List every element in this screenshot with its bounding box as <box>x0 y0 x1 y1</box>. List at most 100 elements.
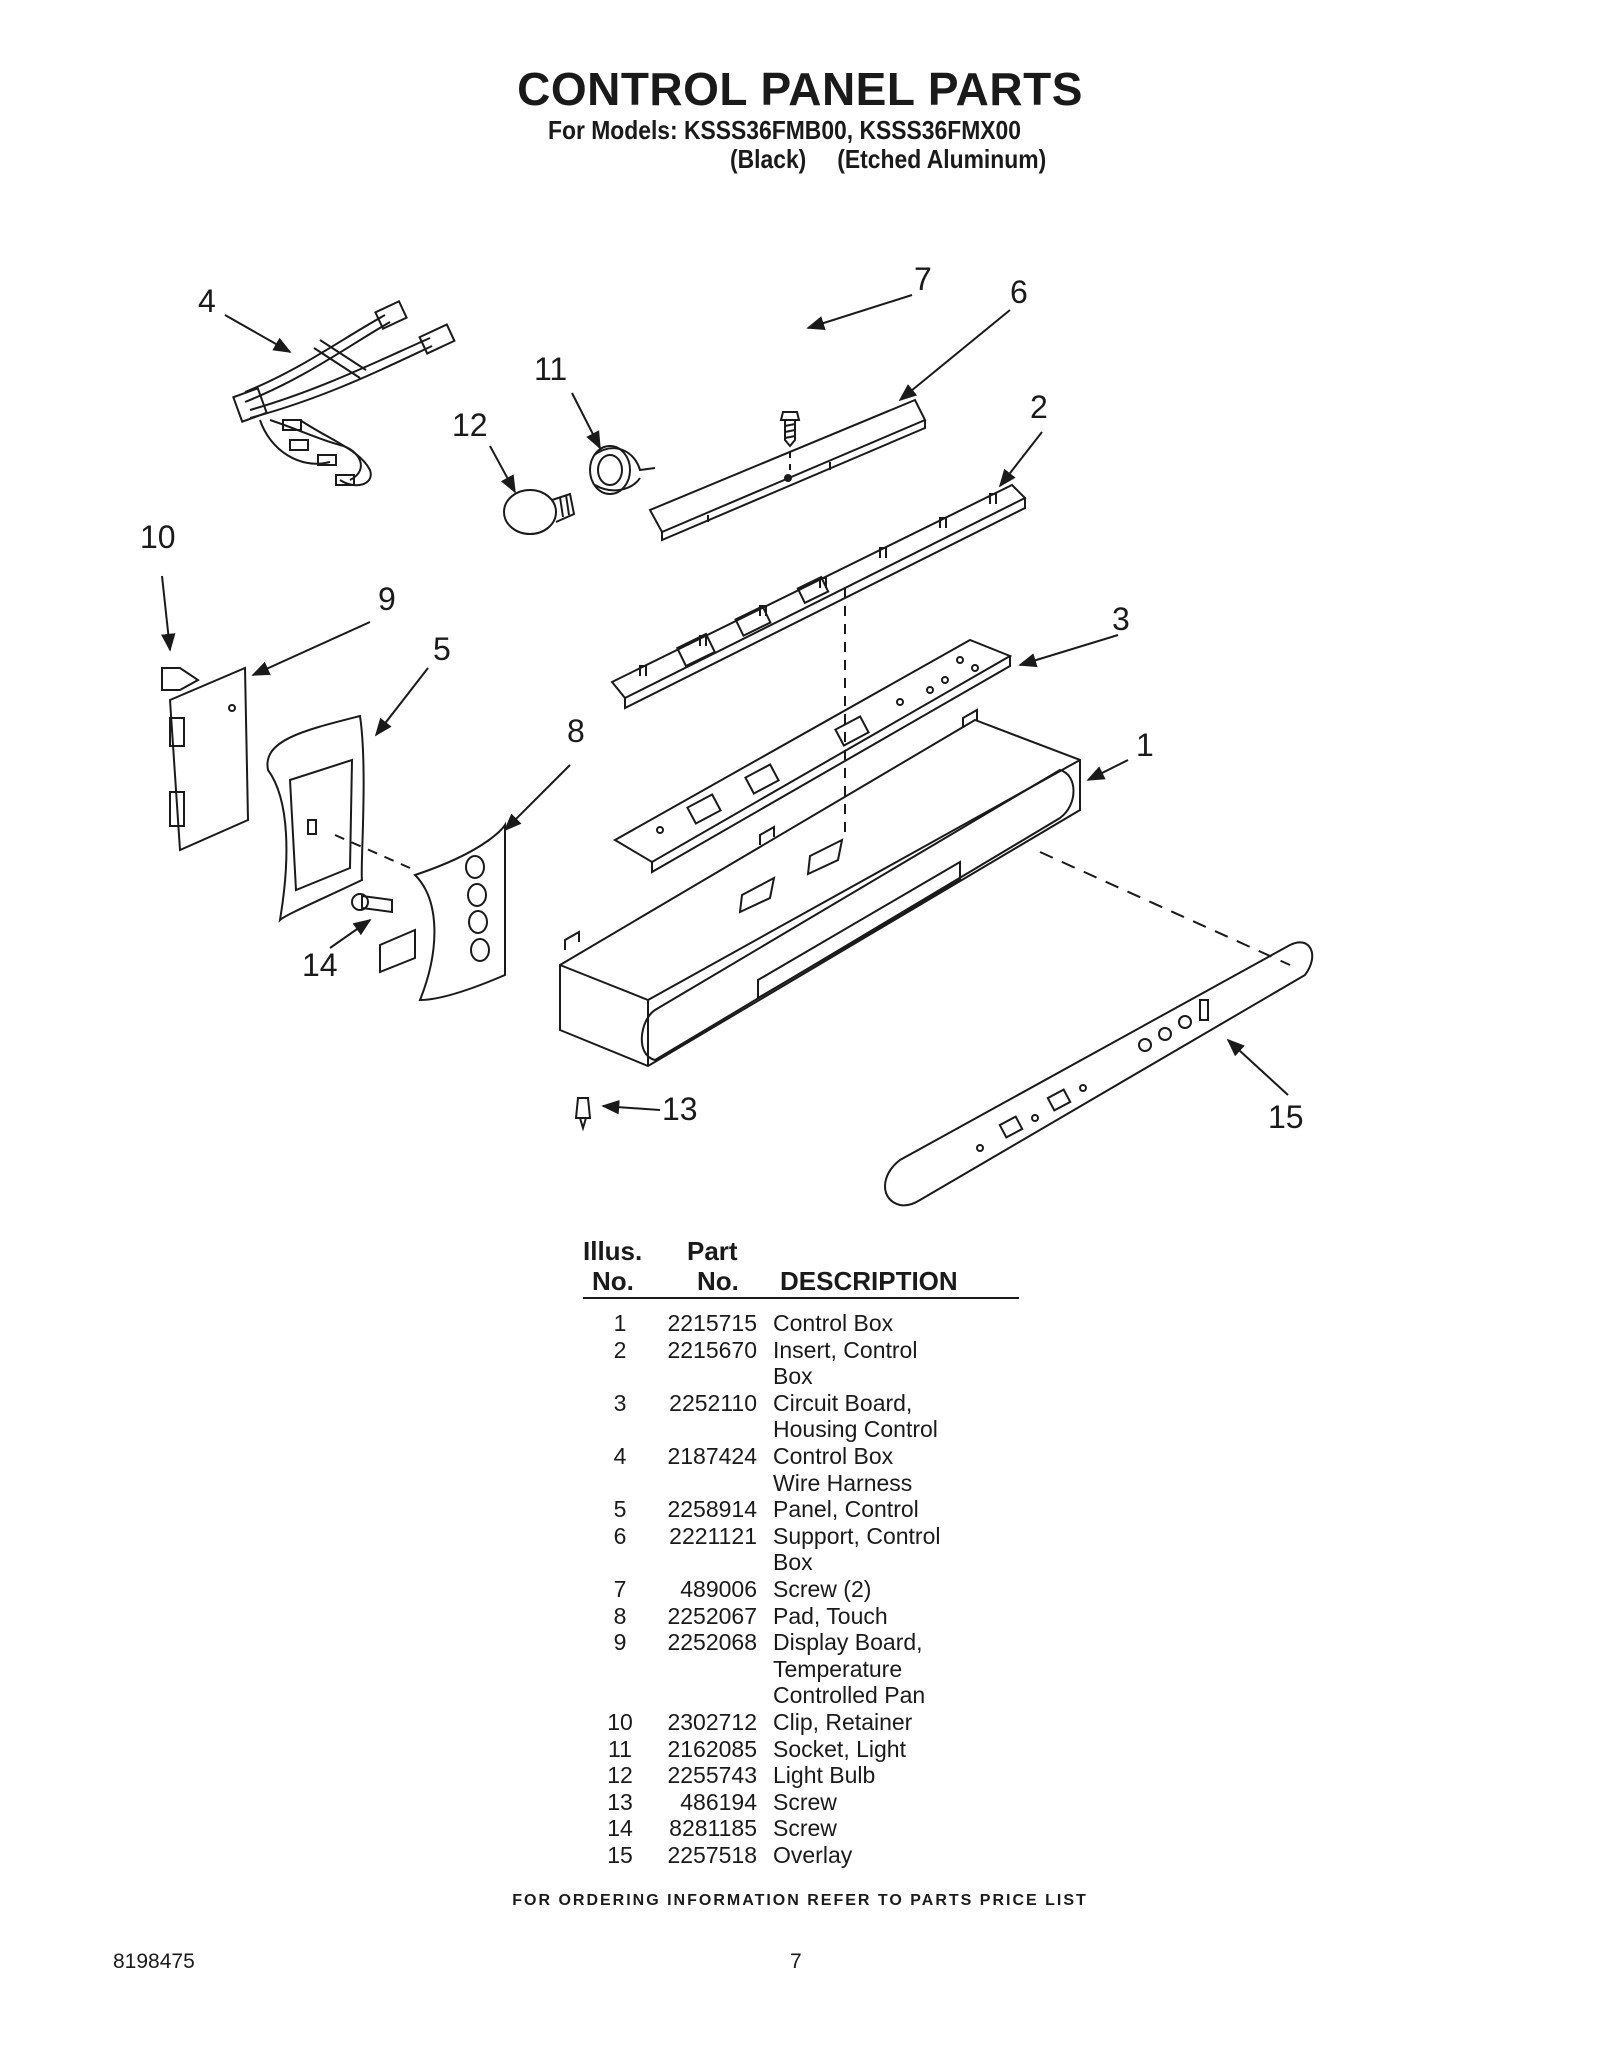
illus-number: 2 <box>613 1336 627 1363</box>
description-line: Light Bulb <box>773 1762 876 1789</box>
illus-number: 5 <box>613 1496 627 1523</box>
model-variants: (Black) (Etched Aluminum) <box>730 144 1071 175</box>
illus-header-line2: No. <box>592 1266 634 1296</box>
part-number: 2257518 <box>667 1841 757 1868</box>
illus-number: 15 <box>607 1841 633 1868</box>
part-description: Screw <box>773 1815 1013 1842</box>
models-line: For Models: KSSS36FMB00, KSSS36FMX00 <box>548 115 1021 145</box>
page-number: 7 <box>790 1950 802 1973</box>
illus-number: 4 <box>613 1442 627 1469</box>
description-line: Screw <box>773 1815 837 1842</box>
illus-number: 1 <box>613 1310 627 1336</box>
table-row: 14 8281185 Screw <box>583 1815 1013 1842</box>
part-description: Light Bulb <box>773 1762 1013 1789</box>
callout-3: 3 <box>1112 601 1130 637</box>
illus-number: 14 <box>607 1815 633 1842</box>
description-line: Overlay <box>773 1841 853 1868</box>
part-description: Panel, Control <box>773 1496 1013 1523</box>
description-line: Controlled Pan <box>773 1682 926 1709</box>
part-number: 2255743 <box>667 1762 757 1789</box>
screw-7-part <box>779 411 801 472</box>
illus-number: 10 <box>607 1708 633 1735</box>
description-header: DESCRIPTION <box>780 1266 958 1296</box>
part-number: 2258914 <box>667 1496 757 1523</box>
callout-8: 8 <box>567 713 585 749</box>
part-number: 2221121 <box>669 1522 757 1549</box>
circuit-board-part <box>613 638 1013 874</box>
control-panel-part <box>266 714 411 923</box>
callout-5: 5 <box>433 631 451 667</box>
part-description: Overlay <box>773 1842 1013 1869</box>
description-line: Pad, Touch <box>773 1602 888 1629</box>
callout-12: 12 <box>452 407 488 443</box>
screw-13-part <box>574 1097 592 1132</box>
part-number: 489006 <box>680 1575 757 1602</box>
part-number: 486194 <box>680 1788 757 1815</box>
screw-14-part <box>351 893 393 914</box>
ordering-note: FOR ORDERING INFORMATION REFER TO PARTS … <box>512 1892 1088 1909</box>
callout-14: 14 <box>302 947 338 983</box>
part-number: 8281185 <box>669 1815 757 1842</box>
table-header-rule <box>583 1297 1019 1299</box>
callout-4: 4 <box>198 283 216 319</box>
table-row: 5 2258914 Panel, Control <box>583 1496 1013 1523</box>
callout-1: 1 <box>1136 727 1154 763</box>
description-line: Wire Harness <box>773 1469 913 1496</box>
part-description: Circuit Board,Housing Control <box>773 1390 1013 1443</box>
description-line: Temperature <box>773 1655 903 1682</box>
callout-15: 15 <box>1268 1099 1304 1135</box>
description-line: Panel, Control <box>773 1496 919 1523</box>
part-number: 2215670 <box>667 1336 757 1363</box>
retainer-clip-part <box>161 667 200 691</box>
overlay-part <box>884 941 1314 1207</box>
leader-lines <box>161 294 1289 1115</box>
illus-number: 12 <box>607 1762 633 1789</box>
callout-9: 9 <box>378 581 396 617</box>
illus-header-line1: Illus. <box>583 1236 643 1266</box>
part-description: Pad, Touch <box>773 1603 1013 1630</box>
wire-harness-part <box>232 300 456 487</box>
illus-number: 9 <box>613 1629 627 1656</box>
part-description: Screw <box>773 1789 1013 1816</box>
display-board-part <box>168 666 250 852</box>
description-line: Clip, Retainer <box>773 1708 913 1735</box>
part-number: 2252110 <box>669 1389 757 1416</box>
support-part <box>648 398 927 542</box>
part-description: Socket, Light <box>773 1736 1013 1763</box>
insert-part <box>610 483 1027 710</box>
part-number: 2187424 <box>667 1442 757 1469</box>
description-line: Support, Control <box>773 1522 941 1549</box>
part-description: Clip, Retainer <box>773 1709 1013 1736</box>
description-line: Box <box>773 1363 813 1390</box>
callout-6: 6 <box>1010 274 1028 310</box>
illus-number: 7 <box>613 1575 627 1602</box>
variant-aluminum: (Etched Aluminum) <box>837 144 1047 174</box>
part-header-line1: Part <box>687 1236 738 1266</box>
part-number: 2252068 <box>667 1629 757 1656</box>
part-number: 2162085 <box>667 1735 757 1762</box>
callout-2: 2 <box>1030 389 1048 425</box>
part-description: Control Box <box>773 1310 1013 1337</box>
callout-10: 10 <box>140 519 176 555</box>
description-line: Control Box <box>773 1310 894 1336</box>
page-title: CONTROL PANEL PARTS <box>517 63 1083 115</box>
illus-number: 8 <box>613 1602 627 1629</box>
light-bulb-part <box>503 489 576 535</box>
description-line: Insert, Control <box>773 1336 918 1363</box>
description-line: Screw (2) <box>773 1575 872 1602</box>
